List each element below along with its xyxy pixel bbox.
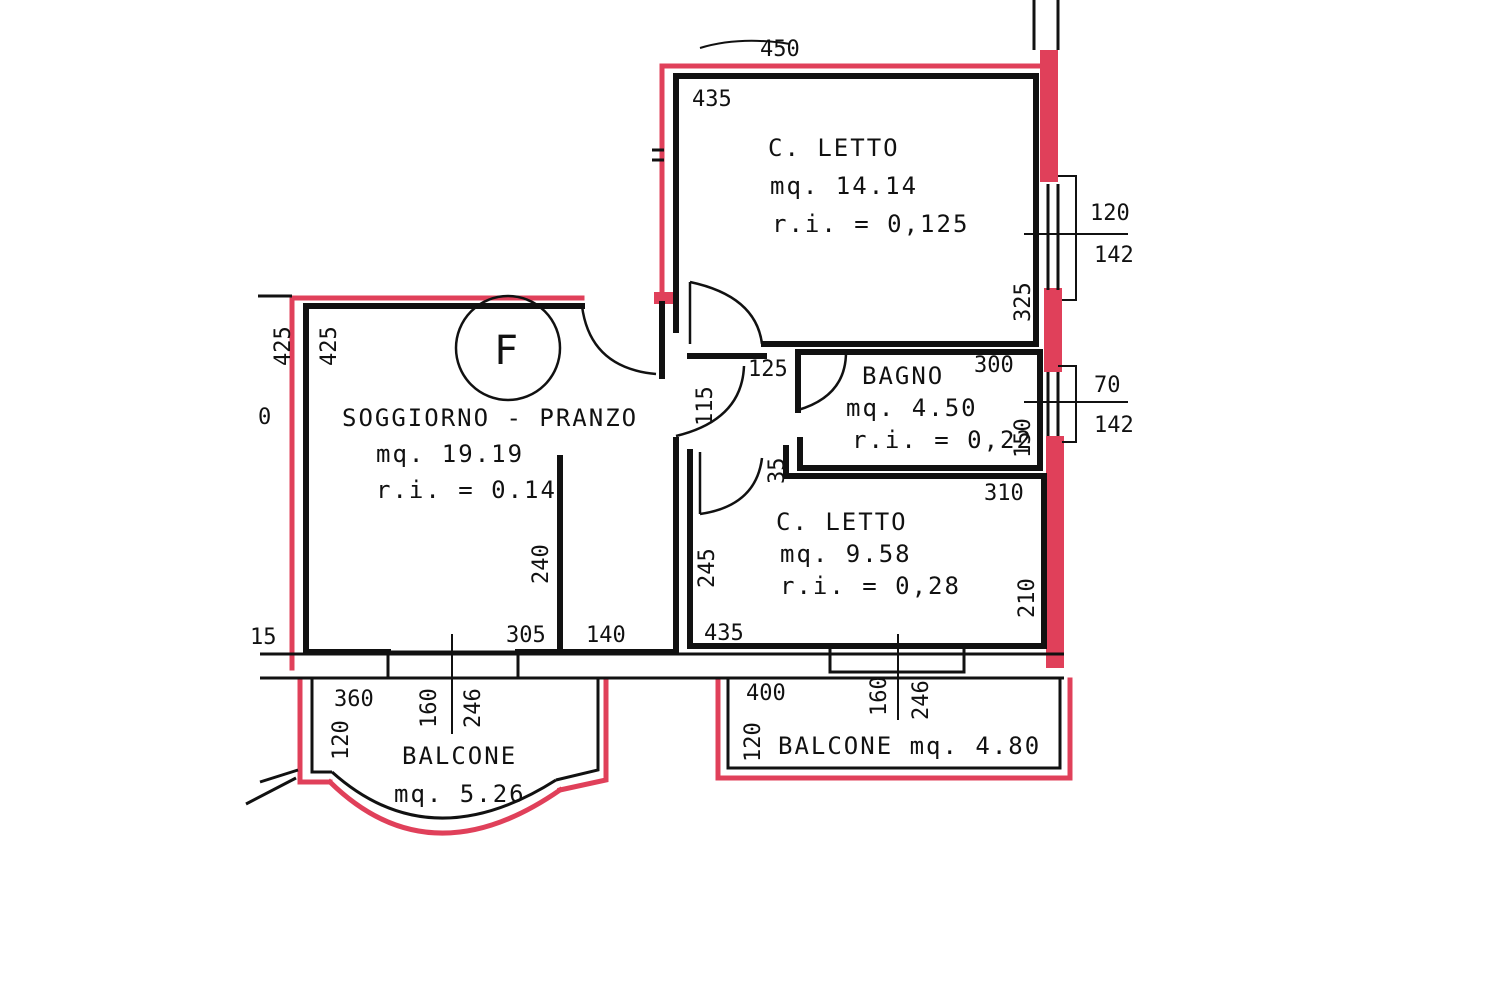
dim-142-right2: 142: [1094, 413, 1134, 438]
dim-160-balcony2: 160: [867, 676, 892, 716]
bedroom2-ri: r.i. = 0,28: [780, 572, 961, 600]
highlight-walls: [289, 50, 1073, 836]
wall-bedroom2: [687, 445, 1047, 649]
dim-210: 210: [1015, 578, 1040, 618]
wall-balcony1-r: [555, 678, 600, 782]
highlight-bedroom1-right: [1040, 50, 1058, 182]
dim-120-balcony1: 120: [329, 720, 354, 760]
dim-400: 400: [746, 681, 786, 706]
highlight-bed2-right: [1046, 436, 1064, 668]
highlight-balcony1-right: [557, 679, 609, 793]
bedroom1-ri: r.i. = 0,125: [772, 210, 969, 238]
dim-360: 360: [334, 687, 374, 712]
dim-35: 35: [765, 458, 790, 485]
living-area: mq. 19.19: [376, 440, 524, 468]
dim-300: 300: [974, 353, 1014, 378]
dim-245: 245: [695, 548, 720, 588]
dim-142-right: 142: [1094, 243, 1134, 268]
door-bedroom2[interactable]: [699, 457, 764, 516]
dim-425-outer: 425: [271, 326, 296, 366]
highlight-bedroom1-top: [659, 63, 1043, 301]
dim-160-balcony1: 160: [417, 688, 442, 728]
dim-435-top: 435: [692, 87, 732, 112]
living-name: SOGGIORNO - PRANZO: [342, 404, 638, 432]
highlight-balcony2: [715, 677, 1073, 781]
bedroom2-name: C. LETTO: [776, 508, 908, 536]
highlight-balcony1-arc: [326, 778, 564, 836]
walls: [245, 0, 1064, 820]
dimension-numbers: 450 435 120 142 325 425 425 0 125 300 11…: [250, 37, 1134, 762]
highlight-balcony1: [297, 677, 333, 785]
handwritten-scribble: [699, 39, 791, 49]
dimension-lines: [451, 175, 1128, 734]
door-bathroom[interactable]: [797, 351, 848, 412]
marker-letter: F: [494, 328, 518, 374]
dim-305: 305: [506, 623, 546, 648]
wall-left-stair2: [259, 768, 299, 784]
balcony1-area: mq. 5.26: [394, 780, 526, 808]
wall-balcony1: [310, 678, 332, 774]
wall-bedroom1: [673, 73, 1039, 347]
dim-240: 240: [529, 544, 554, 584]
door-bedroom1[interactable]: [689, 280, 764, 345]
dim-246-balcony2: 246: [909, 680, 934, 720]
dim-0: 0: [258, 405, 271, 430]
dim-450: 450: [760, 37, 800, 62]
room-labels: C. LETTO mq. 14.14 r.i. = 0,125 BAGNO mq…: [342, 134, 1041, 808]
door-corridor[interactable]: [675, 365, 746, 438]
dim-125: 125: [748, 357, 788, 382]
dim-425-inner: 425: [317, 326, 342, 366]
bathroom-area: mq. 4.50: [846, 394, 978, 422]
dim-120-right: 120: [1090, 201, 1130, 226]
bedroom1-area: mq. 14.14: [770, 172, 918, 200]
wall-bathroom: [795, 349, 1043, 471]
balcony1-name: BALCONE: [402, 742, 517, 770]
bathroom-name: BAGNO: [862, 362, 944, 390]
dim-120-balcony2: 120: [741, 722, 766, 762]
dim-15: 15: [250, 625, 277, 650]
dim-435-bottom: 435: [704, 621, 744, 646]
balcony2-name: BALCONE mq. 4.80: [778, 732, 1041, 760]
wall-balcony2: [726, 678, 1062, 770]
bedroom2-area: mq. 9.58: [780, 540, 912, 568]
wall-left-stair: [245, 776, 297, 806]
dim-325: 325: [1011, 282, 1036, 322]
bedroom1-name: C. LETTO: [768, 134, 900, 162]
wall-balcony1-arc: [330, 770, 557, 820]
wall-living: [303, 303, 585, 655]
doors: [580, 39, 848, 516]
living-ri: r.i. = 0.14: [376, 476, 557, 504]
dim-246-balcony1: 246: [461, 688, 486, 728]
door-living[interactable]: [580, 305, 657, 376]
marker-circle: [454, 294, 562, 402]
bathroom-ri: r.i. = 0,22: [852, 426, 1033, 454]
dim-150: 150: [1011, 418, 1036, 458]
dim-bracket-1: [1058, 175, 1077, 301]
dim-310: 310: [984, 481, 1024, 506]
highlight-bath-right: [1044, 288, 1062, 372]
dim-70: 70: [1094, 373, 1121, 398]
dim-bracket-2: [1058, 365, 1077, 443]
dim-115: 115: [693, 386, 718, 426]
dim-140: 140: [586, 623, 626, 648]
